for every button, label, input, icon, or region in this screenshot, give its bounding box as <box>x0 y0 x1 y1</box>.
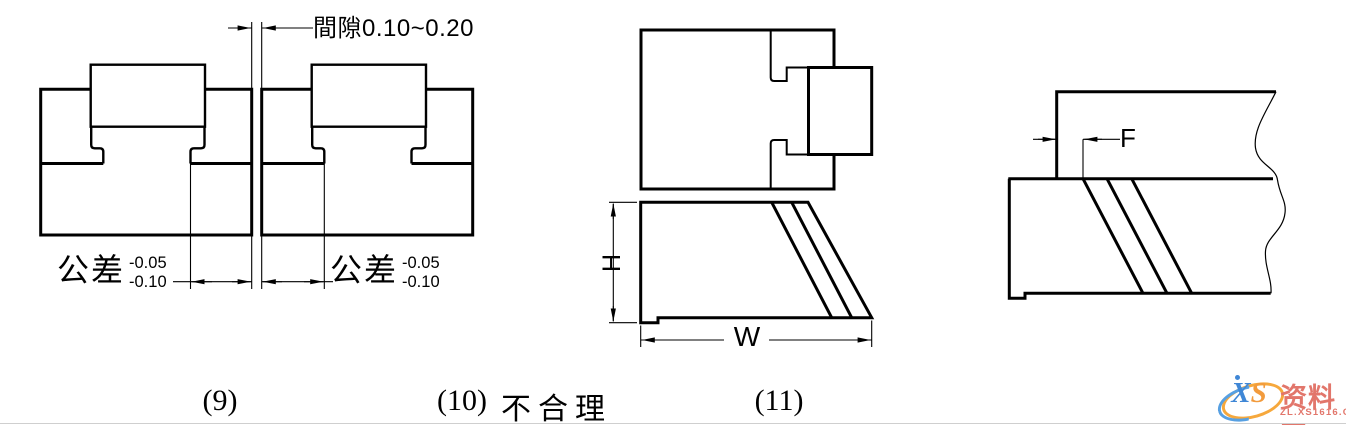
figure9-joint-drawing <box>39 22 475 289</box>
fig11-upper-plate <box>1055 90 1276 179</box>
tolerance-values: -0.05 -0.10 <box>402 253 440 292</box>
fig10-slot-contour <box>769 30 809 189</box>
page-bottom-divider <box>0 423 1346 424</box>
fig9-left-base-block <box>39 87 254 237</box>
figure11-caption: (11) <box>754 384 804 417</box>
site-watermark: XS 资料网 ZL.XS1616.COM <box>1188 374 1346 425</box>
figure10-caption-number: (10) <box>437 384 487 417</box>
fig11-offset-dimension-label: F <box>1120 123 1136 153</box>
fig11-lower-block <box>1007 177 1273 300</box>
fig10-dimension-arrows <box>610 203 871 343</box>
fig10-wedge-block <box>639 200 875 325</box>
tolerance-prefix: 公差 <box>57 252 126 288</box>
logo-letter-x: X <box>1231 377 1251 409</box>
tolerance-lower: -0.10 <box>402 273 440 291</box>
watermark-site-name: 资料网 <box>1280 383 1336 425</box>
fig11-break-line <box>1254 91 1286 294</box>
fig9-right-tenon <box>310 63 428 164</box>
fig10-width-dimension-label: W <box>733 321 761 352</box>
figure10-caption-note: 不合理 <box>500 393 612 425</box>
fig10-height-dimension-label: H <box>598 253 626 273</box>
tolerance-upper: -0.05 <box>402 254 440 272</box>
logo-letter-s: S <box>1250 377 1267 409</box>
logo-dot <box>1235 375 1240 380</box>
fig9-left-tenon <box>89 63 207 164</box>
figure9-caption: (9) <box>202 384 238 417</box>
logo-monogram: XS <box>1218 377 1280 410</box>
fig9-right-base-block <box>260 87 475 237</box>
figure10-caption: (10) 不合理 <box>437 384 612 425</box>
figure11-drawing <box>1007 90 1286 300</box>
tolerance-upper: -0.05 <box>129 254 167 272</box>
fig9-gap-dimension-label: 間隙0.10~0.20 <box>313 15 474 42</box>
figure10-drawing <box>609 28 875 347</box>
fig9-dimension-arrows <box>191 25 324 285</box>
tolerance-lower: -0.10 <box>129 273 167 291</box>
tolerance-prefix: 公差 <box>330 252 399 288</box>
fig9-tolerance-label-right: 公差 -0.05 -0.10 <box>330 253 440 292</box>
watermark-site-url: ZL.XS1616.COM <box>1280 407 1346 418</box>
fig10-upper-block <box>639 28 874 191</box>
fig11-dimension-lines <box>1033 138 1120 179</box>
fig10-dimension-lines <box>609 201 873 347</box>
tolerance-values: -0.05 -0.10 <box>129 253 167 292</box>
fig9-tolerance-label-left: 公差 -0.05 -0.10 <box>57 253 167 292</box>
